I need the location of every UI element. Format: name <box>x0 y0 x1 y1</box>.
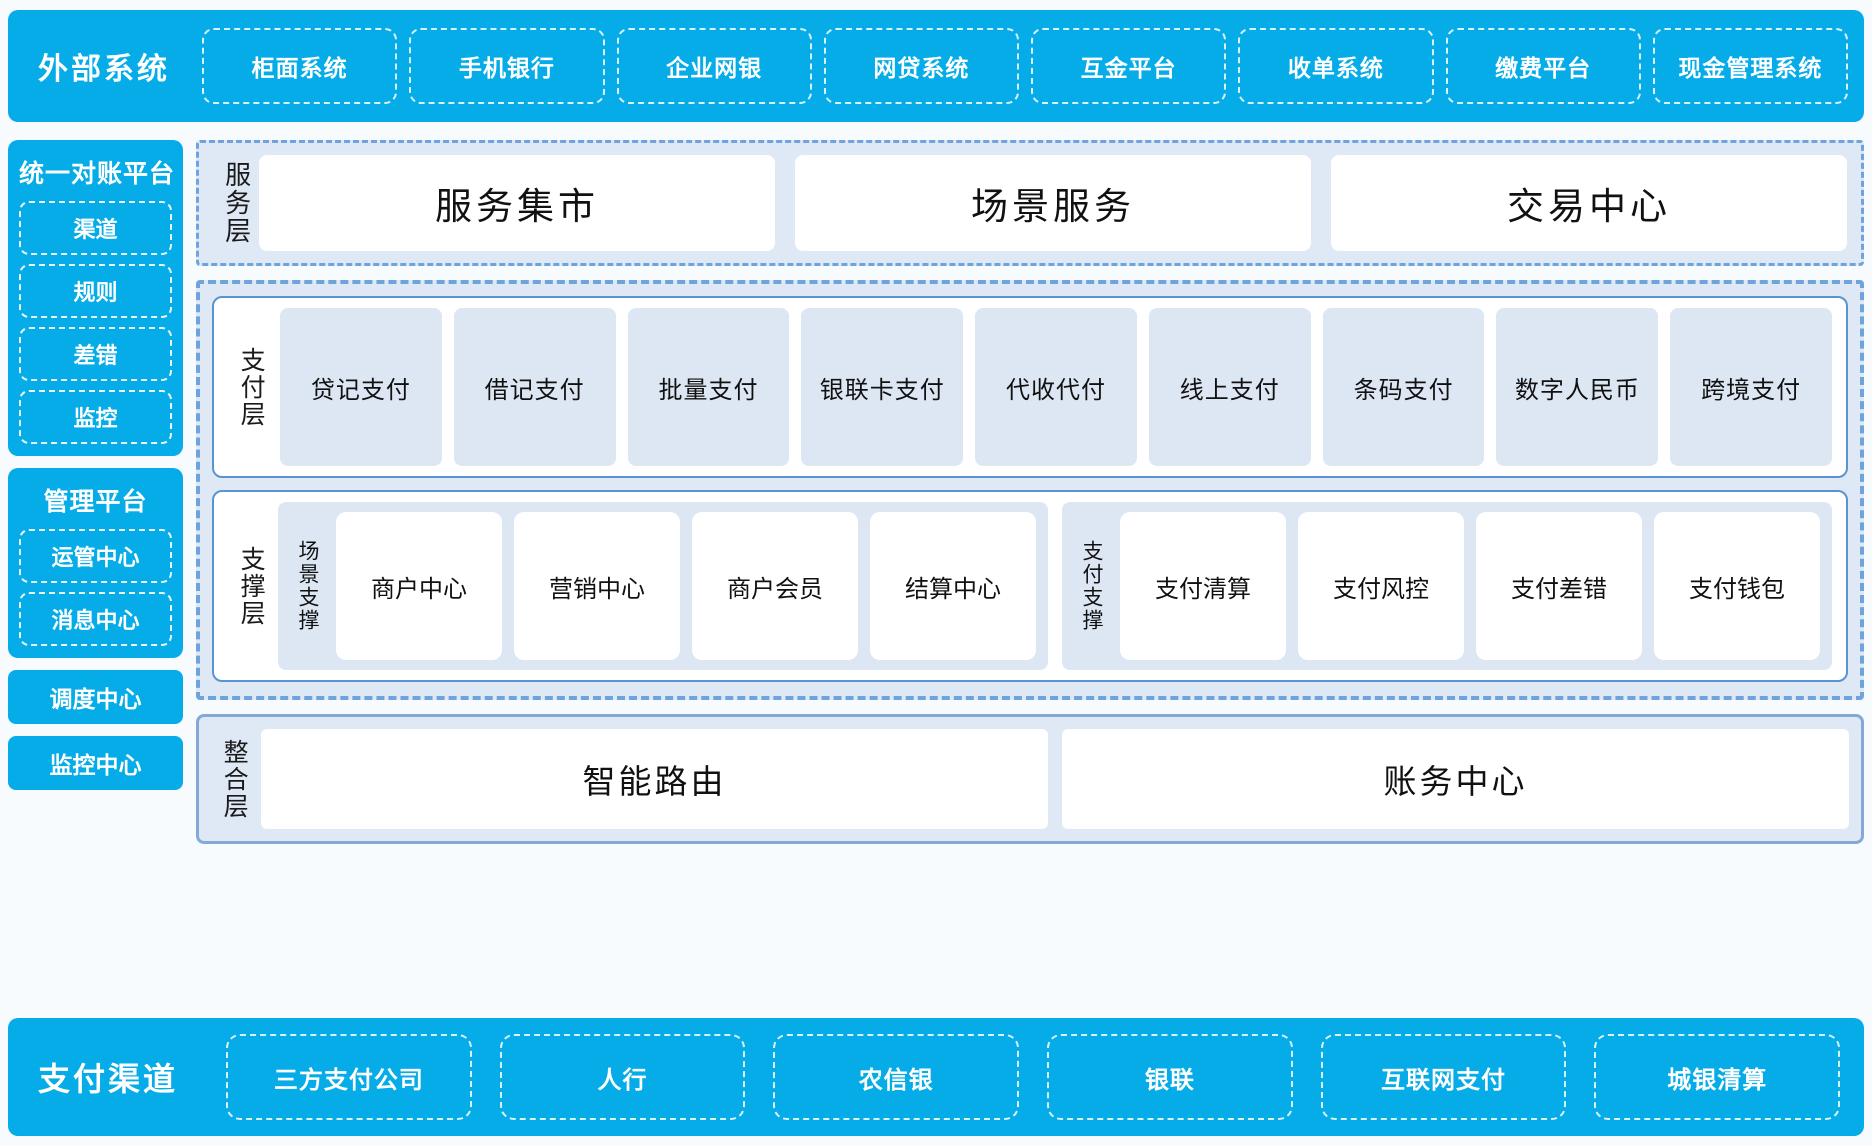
payment-channel-chip[interactable]: 互联网支付 <box>1320 1034 1567 1120</box>
support-layer-label: 支撑层 <box>237 545 266 627</box>
service-layer: 服务层 服务集市 场景服务 交易中心 <box>196 140 1864 266</box>
external-system-chip[interactable]: 缴费平台 <box>1445 28 1641 104</box>
reconciliation-item-error[interactable]: 差错 <box>19 327 172 381</box>
payment-channel-chip[interactable]: 人行 <box>499 1034 746 1120</box>
integration-box-smart-routing[interactable]: 智能路由 <box>261 729 1048 829</box>
support-box-payment-risk[interactable]: 支付风控 <box>1298 512 1464 660</box>
core-layers-container: 支付层 贷记支付 借记支付 批量支付 银联卡支付 代收代付 线上支付 条码支付 … <box>196 280 1864 700</box>
payment-support-label: 支付支撑 <box>1080 540 1104 632</box>
support-box-payment-wallet[interactable]: 支付钱包 <box>1654 512 1820 660</box>
reconciliation-platform-card: 统一对账平台 渠道 规则 差错 监控 <box>8 140 183 456</box>
external-system-chip[interactable]: 互金平台 <box>1031 28 1227 104</box>
payment-box-debit[interactable]: 借记支付 <box>453 308 616 466</box>
service-box-scenario[interactable]: 场景服务 <box>795 155 1311 251</box>
left-rail: 统一对账平台 渠道 规则 差错 监控 管理平台 运管中心 消息中心 调度中心 监… <box>8 140 183 1002</box>
payment-layer-items: 贷记支付 借记支付 批量支付 银联卡支付 代收代付 线上支付 条码支付 数字人民… <box>274 308 1833 466</box>
center-column: 服务层 服务集市 场景服务 交易中心 支付层 贷记支付 借记支付 批量支付 银联… <box>196 140 1864 1002</box>
integration-box-accounting-center[interactable]: 账务中心 <box>1062 729 1849 829</box>
management-platform-title: 管理平台 <box>43 488 148 516</box>
external-system-chip[interactable]: 企业网银 <box>616 28 812 104</box>
payment-box-unionpay-card[interactable]: 银联卡支付 <box>801 308 964 466</box>
service-box-marketplace[interactable]: 服务集市 <box>259 155 775 251</box>
management-item-operations-center[interactable]: 运管中心 <box>19 529 172 583</box>
payment-box-credit[interactable]: 贷记支付 <box>280 308 442 466</box>
service-layer-label: 服务层 <box>221 161 252 245</box>
external-systems-band: 外部系统 柜面系统 手机银行 企业网银 网贷系统 互金平台 收单系统 缴费平台 … <box>8 10 1864 122</box>
scheduling-center-card[interactable]: 调度中心 <box>8 670 183 724</box>
payment-channels-band: 支付渠道 三方支付公司 人行 农信银 银联 互联网支付 城银清算 <box>8 1018 1864 1136</box>
reconciliation-item-monitor[interactable]: 监控 <box>19 390 172 444</box>
service-layer-items: 服务集市 场景服务 交易中心 <box>259 155 1847 251</box>
external-system-chip[interactable]: 收单系统 <box>1238 28 1434 104</box>
payment-box-cross-border[interactable]: 跨境支付 <box>1670 308 1833 466</box>
reconciliation-item-channel[interactable]: 渠道 <box>19 201 172 255</box>
payment-box-digital-rmb[interactable]: 数字人民币 <box>1496 308 1659 466</box>
integration-layer-items: 智能路由 账务中心 <box>257 729 1849 829</box>
payment-box-barcode[interactable]: 条码支付 <box>1322 308 1485 466</box>
support-layer: 支撑层 场景支撑 商户中心 营销中心 商户会员 结算中心 支付支撑 支付清算 支… <box>212 490 1848 682</box>
service-box-transaction-center[interactable]: 交易中心 <box>1331 155 1847 251</box>
payment-support-group: 支付支撑 支付清算 支付风控 支付差错 支付钱包 <box>1062 502 1832 670</box>
payment-channels-list: 三方支付公司 人行 农信银 银联 互联网支付 城银清算 <box>226 1034 1848 1120</box>
integration-layer-label: 整合层 <box>220 738 249 820</box>
payment-box-batch[interactable]: 批量支付 <box>627 308 790 466</box>
payment-channel-chip[interactable]: 银联 <box>1047 1034 1293 1120</box>
external-system-chip[interactable]: 柜面系统 <box>202 28 398 104</box>
payment-channels-title: 支付渠道 <box>38 1061 179 1097</box>
support-box-payment-error[interactable]: 支付差错 <box>1476 512 1642 660</box>
external-system-chip[interactable]: 手机银行 <box>409 28 605 104</box>
support-box-marketing-center[interactable]: 营销中心 <box>514 512 680 660</box>
payment-layer: 支付层 贷记支付 借记支付 批量支付 银联卡支付 代收代付 线上支付 条码支付 … <box>212 296 1848 478</box>
payment-box-online[interactable]: 线上支付 <box>1148 308 1311 466</box>
payment-channel-chip[interactable]: 城银清算 <box>1594 1034 1841 1120</box>
monitoring-center-card[interactable]: 监控中心 <box>8 736 183 790</box>
payment-channel-chip[interactable]: 农信银 <box>773 1034 1020 1120</box>
management-item-message-center[interactable]: 消息中心 <box>19 592 172 646</box>
management-platform-card: 管理平台 运管中心 消息中心 <box>8 468 183 658</box>
support-layer-groups: 场景支撑 商户中心 营销中心 商户会员 结算中心 支付支撑 支付清算 支付风控 … <box>274 502 1832 670</box>
integration-layer: 整合层 智能路由 账务中心 <box>196 714 1864 844</box>
payment-channel-chip[interactable]: 三方支付公司 <box>226 1034 472 1120</box>
payment-layer-label: 支付层 <box>237 346 266 428</box>
external-system-chip[interactable]: 网贷系统 <box>823 28 1019 104</box>
reconciliation-item-rule[interactable]: 规则 <box>19 264 172 318</box>
payment-box-collection-payment[interactable]: 代收代付 <box>975 308 1137 466</box>
support-box-settlement-center[interactable]: 结算中心 <box>870 512 1036 660</box>
scene-support-group: 场景支撑 商户中心 营销中心 商户会员 结算中心 <box>278 502 1048 670</box>
external-systems-title: 外部系统 <box>38 53 170 86</box>
support-box-merchant-center[interactable]: 商户中心 <box>336 512 502 660</box>
scene-support-label: 场景支撑 <box>296 540 320 632</box>
external-system-chip[interactable]: 现金管理系统 <box>1652 28 1848 104</box>
external-systems-list: 柜面系统 手机银行 企业网银 网贷系统 互金平台 收单系统 缴费平台 现金管理系… <box>202 28 1848 104</box>
reconciliation-platform-title: 统一对账平台 <box>19 160 176 188</box>
support-box-merchant-member[interactable]: 商户会员 <box>692 512 858 660</box>
support-box-payment-clearing[interactable]: 支付清算 <box>1120 512 1286 660</box>
